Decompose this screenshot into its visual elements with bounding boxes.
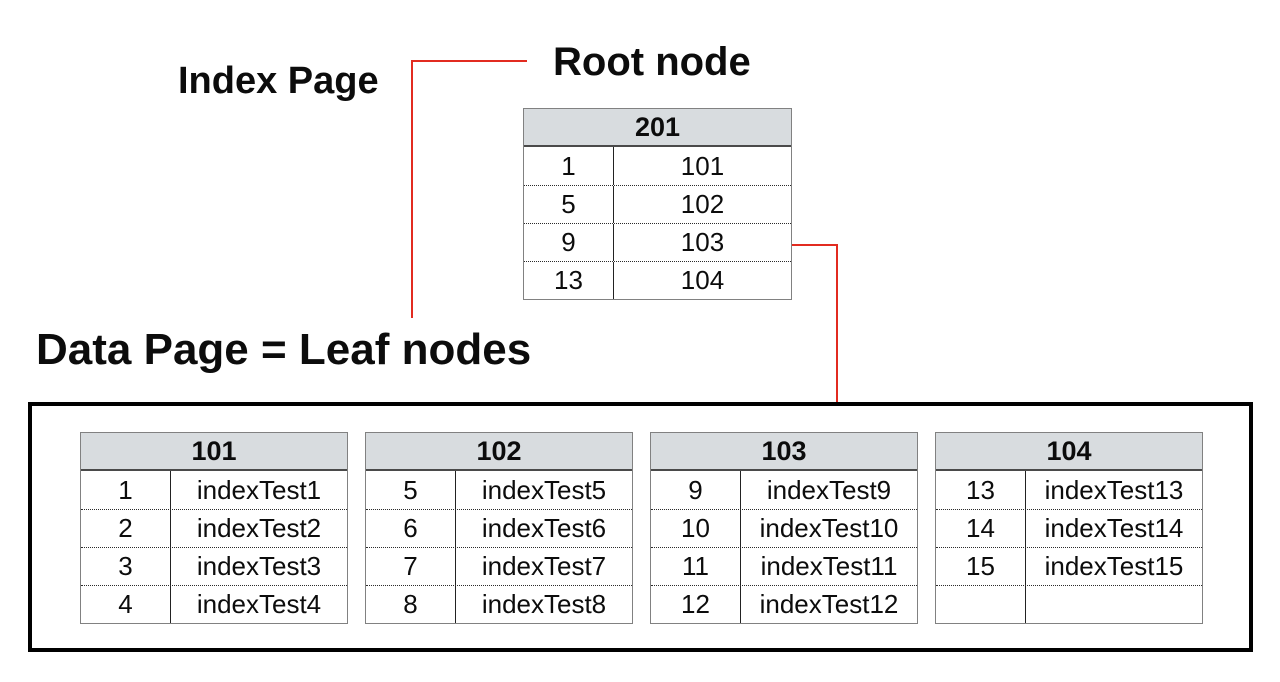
leaf-table-header: 104	[936, 433, 1202, 471]
value-cell: indexTest5	[481, 474, 607, 505]
key-cell: 13	[936, 471, 1026, 509]
leaf-table-4: 104 13 indexTest13 14 indexTest14 15 ind…	[935, 432, 1203, 624]
page-pointer-cell: 102	[680, 189, 725, 219]
key-cell: 7	[366, 548, 456, 585]
table-row: 12 indexTest12	[651, 585, 917, 623]
value-cell: indexTest14	[1044, 513, 1184, 543]
key-cell: 1	[524, 147, 614, 185]
table-row: 3 indexTest3	[81, 547, 347, 585]
table-row: 2 indexTest2	[81, 509, 347, 547]
value-cell: indexTest2	[196, 513, 322, 543]
table-row: 7 indexTest7	[366, 547, 632, 585]
connector-index-horizontal-line	[411, 60, 527, 62]
value-cell: indexTest11	[760, 551, 898, 581]
value-cell: indexTest1	[196, 474, 322, 505]
value-cell: indexTest9	[766, 474, 892, 505]
connector-root-to-leaf-vertical-line	[836, 244, 838, 419]
value-cell: indexTest3	[196, 551, 322, 581]
table-row	[936, 585, 1202, 623]
root-table-header: 201	[524, 109, 791, 147]
table-row: 5 indexTest5	[366, 471, 632, 509]
table-row: 1 101	[524, 147, 791, 185]
key-cell: 2	[81, 510, 171, 547]
table-row: 8 indexTest8	[366, 585, 632, 623]
key-cell: 11	[651, 548, 741, 585]
key-cell: 5	[524, 186, 614, 223]
table-row: 13 104	[524, 261, 791, 299]
data-page-label: Data Page = Leaf nodes	[36, 325, 532, 374]
key-cell: 8	[366, 586, 456, 623]
table-row: 10 indexTest10	[651, 509, 917, 547]
value-cell	[1026, 586, 1202, 623]
key-cell: 9	[651, 471, 741, 509]
value-cell: indexTest10	[759, 513, 899, 543]
value-cell: indexTest8	[481, 589, 607, 619]
table-row: 1 indexTest1	[81, 471, 347, 509]
table-row: 4 indexTest4	[81, 585, 347, 623]
key-cell: 15	[936, 548, 1026, 585]
key-cell: 10	[651, 510, 741, 547]
value-cell: indexTest7	[481, 551, 607, 581]
value-cell: indexTest12	[759, 589, 899, 619]
leaf-table-3: 103 9 indexTest9 10 indexTest10 11 index…	[650, 432, 918, 624]
key-cell: 14	[936, 510, 1026, 547]
key-cell: 12	[651, 586, 741, 623]
leaf-table-1: 101 1 indexTest1 2 indexTest2 3 indexTes…	[80, 432, 348, 624]
table-row: 9 103	[524, 223, 791, 261]
value-cell: indexTest4	[196, 589, 322, 619]
key-cell: 13	[524, 262, 614, 299]
value-cell: indexTest13	[1044, 474, 1184, 505]
table-row: 5 102	[524, 185, 791, 223]
table-row: 9 indexTest9	[651, 471, 917, 509]
table-row: 14 indexTest14	[936, 509, 1202, 547]
table-row: 13 indexTest13	[936, 471, 1202, 509]
key-cell: 5	[366, 471, 456, 509]
value-cell: indexTest15	[1044, 551, 1184, 581]
leaf-table-2: 102 5 indexTest5 6 indexTest6 7 indexTes…	[365, 432, 633, 624]
connector-index-vertical-line	[411, 60, 413, 318]
leaf-table-header: 103	[651, 433, 917, 471]
table-row: 15 indexTest15	[936, 547, 1202, 585]
key-cell: 1	[81, 471, 171, 509]
value-cell: indexTest6	[481, 513, 607, 543]
page-pointer-cell: 101	[680, 150, 725, 181]
key-cell: 6	[366, 510, 456, 547]
key-cell: 3	[81, 548, 171, 585]
page-pointer-cell: 103	[680, 227, 725, 257]
key-cell	[936, 586, 1026, 623]
key-cell: 4	[81, 586, 171, 623]
leaf-table-header: 101	[81, 433, 347, 471]
connector-root-to-leaf-horizontal-line	[791, 244, 838, 246]
table-row: 11 indexTest11	[651, 547, 917, 585]
root-node-label: Root node	[553, 40, 751, 84]
leaf-table-header: 102	[366, 433, 632, 471]
root-node-table: 201 1 101 5 102 9 103 13 104	[523, 108, 792, 300]
index-page-label: Index Page	[178, 60, 379, 102]
key-cell: 9	[524, 224, 614, 261]
table-row: 6 indexTest6	[366, 509, 632, 547]
page-pointer-cell: 104	[680, 265, 725, 295]
